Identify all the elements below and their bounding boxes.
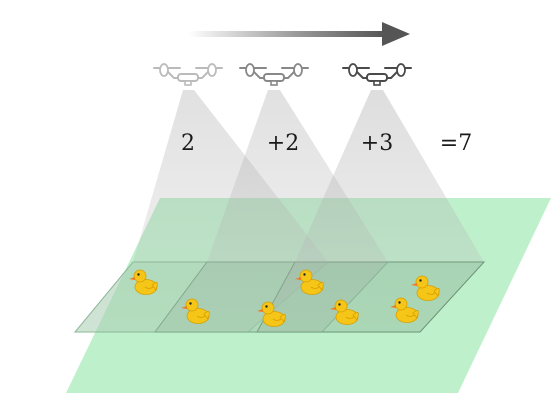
camera-beam-3 — [257, 90, 484, 332]
count-frame2: +2 — [267, 131, 299, 156]
drone-icon — [342, 63, 412, 86]
arrow-right-icon — [188, 22, 410, 46]
count-frame1: 2 — [181, 131, 195, 156]
count-total: =7 — [440, 131, 472, 156]
drone-icon — [239, 63, 309, 86]
count-frame3: +3 — [361, 131, 393, 156]
drone-icon — [153, 63, 223, 86]
